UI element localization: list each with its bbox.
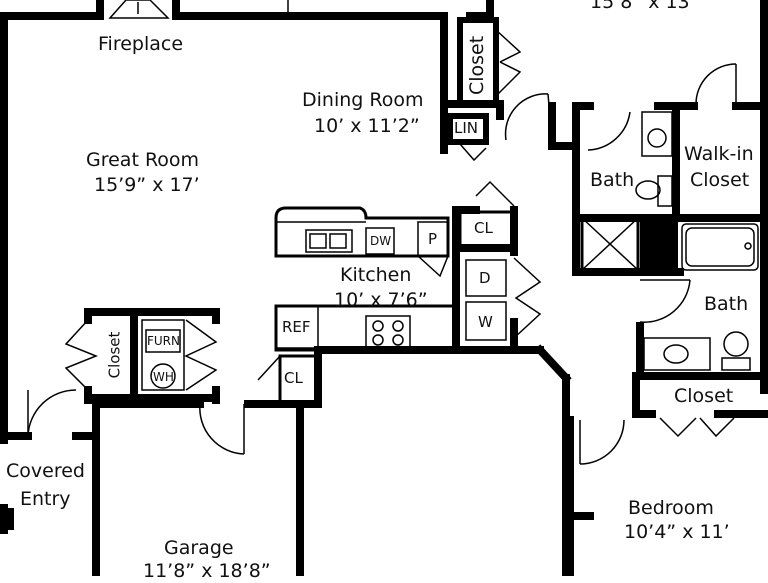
refrigerator-label: REF — [282, 318, 311, 336]
covered-entry-label-1: Covered — [6, 460, 85, 482]
closet-bedroom-doors — [659, 417, 735, 438]
fireplace-label: Fireplace — [98, 33, 184, 55]
furnace-label: FURN — [147, 334, 180, 348]
entry-post — [0, 508, 14, 530]
closet-entry — [278, 354, 318, 404]
garage-name: Garage — [164, 537, 234, 559]
chase-block — [640, 218, 678, 274]
closet-dining-label: Closet — [466, 35, 489, 96]
closet-bedroom-label: Closet — [674, 385, 734, 407]
fireplace-symbol — [108, 0, 170, 19]
water-heater-label: WH — [153, 370, 174, 384]
walkin-label-1: Walk-in — [684, 143, 754, 165]
washer-label: W — [478, 313, 493, 331]
closet-dining-doors — [457, 17, 522, 107]
bath-lower-fixtures — [643, 331, 751, 371]
bath-upper-label: Bath — [590, 169, 635, 191]
windows-left — [0, 39, 8, 313]
laundry — [465, 257, 542, 341]
pantry-label: P — [428, 230, 438, 248]
closet-garage-label: Closet — [105, 331, 124, 379]
top-room-size: 15’8” x 13’ — [590, 0, 696, 13]
door-swings — [27, 63, 737, 465]
linen-closet — [447, 113, 489, 162]
closet-kitchen-label: CL — [474, 219, 493, 237]
bath-lower-label: Bath — [704, 293, 749, 315]
window-top — [287, 0, 420, 19]
great-room-name: Great Room — [86, 149, 200, 171]
dining-room-name: Dining Room — [302, 89, 424, 111]
garage-closet-fixtures — [64, 319, 218, 391]
dining-room-size: 10’ x 11’2” — [314, 115, 420, 137]
kitchen-name: Kitchen — [340, 264, 412, 286]
great-room-size: 15’9” x 17’ — [94, 174, 200, 196]
closet-entry-label: CL — [284, 369, 303, 387]
covered-entry-label-2: Entry — [20, 488, 71, 510]
linen-label: LIN — [454, 119, 479, 137]
walkin-label-2: Closet — [690, 169, 750, 191]
dryer-label: D — [479, 269, 491, 287]
dishwasher-label: DW — [370, 234, 392, 248]
garage-size: 11’8” x 18’8” — [143, 560, 271, 582]
bath-upper-fixtures — [580, 111, 759, 272]
bedroom-size: 10’4” x 11’ — [624, 521, 730, 543]
kitchen-fixtures — [274, 206, 458, 352]
kitchen-size: 10’ x 7’6” — [334, 289, 428, 311]
closet-kitchen — [458, 180, 515, 248]
bedroom-name: Bedroom — [628, 497, 714, 519]
